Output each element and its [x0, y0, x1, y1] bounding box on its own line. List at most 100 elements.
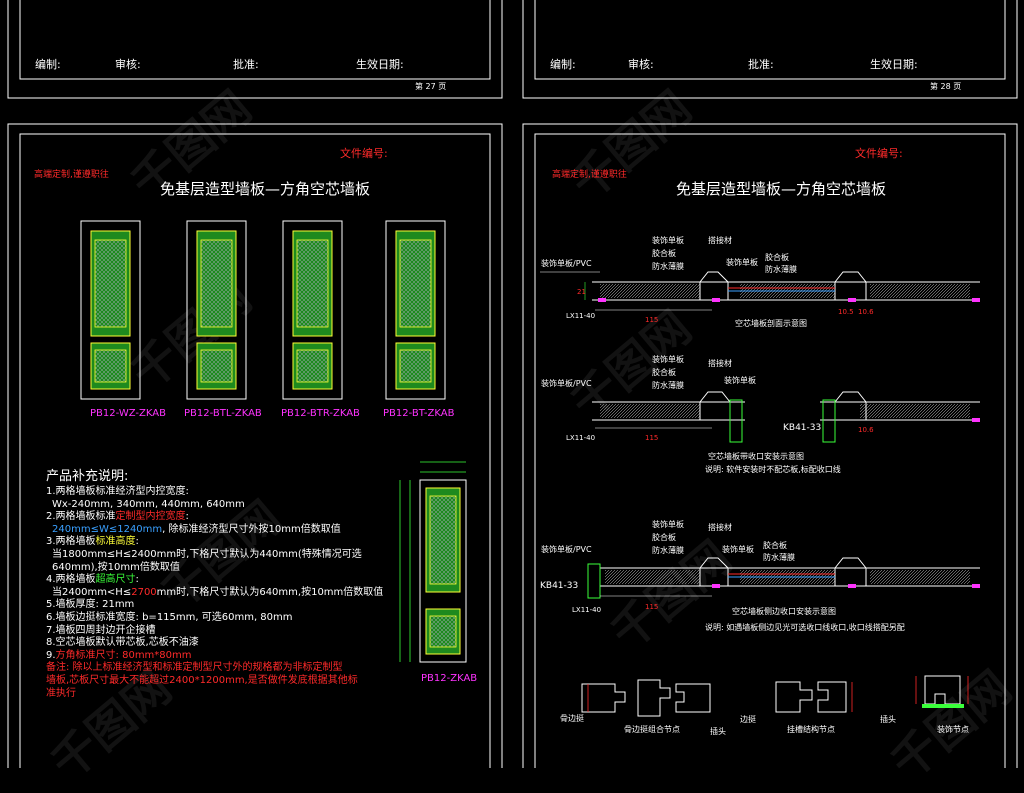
- top-left-sheet-frame: [7, 0, 503, 99]
- note-3-a: 3.两格墙板: [46, 536, 96, 548]
- detail-7-label: 装饰节点: [937, 724, 969, 734]
- s3-trim-code: KB41-33: [540, 581, 578, 591]
- note-3-b: 标准高度: [95, 536, 136, 548]
- top-right-sheet-frame: [522, 0, 1018, 99]
- s1-cover-label: 装饰单板: [726, 257, 758, 267]
- detail-3-label: 边挺: [740, 714, 756, 724]
- note-9: 9.方角标准尺寸: 80mm*80mm: [46, 650, 466, 663]
- s1-layer-3-label: 防水薄膜: [652, 261, 684, 271]
- note-3: 3.两格墙板标准高度:: [46, 536, 466, 549]
- tr-reviewer: 审核:: [628, 57, 654, 71]
- ls-title: 免基层造型墙板—方角空芯墙板: [160, 180, 370, 198]
- s2-decor-label: 装饰单板/PVC: [541, 378, 592, 388]
- detail-2-label: 骨边挺组合节点: [624, 724, 680, 734]
- note-9-a: 9.: [46, 649, 56, 661]
- s1-dim-10-5: 10.5: [838, 308, 854, 316]
- tl-editor: 编制:: [35, 57, 61, 71]
- remark-line-1: 备注: 除以上标准经济型和标准定制型尺寸外的规格都为非标定制型: [46, 662, 343, 674]
- rs-tagline: 高端定制,谨遵职往: [552, 168, 627, 180]
- note-2-rule: , 除标准经济型尺寸外按10mm倍数取值: [162, 523, 341, 535]
- s2-dim-115: 115: [645, 434, 658, 442]
- note-2-range: 240mm≤W≤1240mm: [52, 523, 163, 535]
- note-2-a: 2.两格墙板标准: [46, 511, 116, 523]
- section-3-drawing: [587, 557, 980, 599]
- note-4-c: :: [135, 574, 139, 586]
- detail-6-label: 插头: [880, 714, 896, 724]
- s1-decor-label: 装饰单板/PVC: [541, 258, 592, 268]
- note-5: 5.墙板厚度: 21mm: [46, 599, 135, 611]
- s2-layer-2-label: 胶合板: [652, 367, 676, 377]
- panel-elevation-3: [282, 220, 343, 400]
- dimensioned-panel-detail: [399, 461, 467, 663]
- s3-cover-label: 装饰单板: [722, 544, 754, 554]
- panel-2-code: PB12-BTL-ZKAB: [184, 408, 262, 419]
- note-4-line-a: 当2400mm<H≤: [52, 586, 132, 598]
- s1-layer-1-label: 装饰单板: [652, 235, 684, 245]
- s1-connector-label: 搭接材: [708, 235, 732, 245]
- tr-page-number: 第 28 页: [930, 81, 961, 91]
- s1-layer-2-label: 胶合板: [652, 248, 676, 258]
- detail-1-label: 骨边挺: [560, 713, 584, 723]
- note-4-b: 超高尺寸: [95, 574, 136, 586]
- note-4-line-c: mm时,下格尺寸默认为640mm,按10mm倍数取值: [156, 586, 384, 598]
- note-3-c: :: [135, 536, 139, 548]
- s1-profile-code: LX11-40: [566, 312, 595, 320]
- s3-caption: 空芯墙板侧边收口安装示意图: [732, 606, 836, 616]
- panel-elevation-4: [385, 220, 446, 400]
- s3-dim-115: 115: [645, 603, 658, 611]
- s1-dim-115: 115: [645, 316, 658, 324]
- s1-board-label: 胶合板: [765, 252, 789, 262]
- note-2-b: 定制型内控宽度: [115, 511, 186, 523]
- s1-dim-10-6: 10.6: [858, 308, 874, 316]
- note-2-c: :: [185, 511, 189, 523]
- tl-approver: 批准:: [233, 57, 259, 71]
- remark-line-3: 准执行: [46, 687, 76, 699]
- note-4-a: 4.两格墙板: [46, 574, 96, 586]
- note-6: 6.墙板边挺标准宽度: b=115mm, 可选60mm, 80mm: [46, 611, 293, 623]
- panel-elevation-2: [186, 220, 247, 400]
- s2-layer-1-label: 装饰单板: [652, 354, 684, 364]
- rs-title: 免基层造型墙板—方角空芯墙板: [676, 180, 886, 198]
- right-sheet-frame: [522, 123, 1018, 768]
- s2-profile-code: LX11-40: [566, 434, 595, 442]
- s2-note: 说明: 软件安装时不配芯板,标配收口线: [705, 464, 841, 474]
- remark-line-2: 墙板,芯板尺寸最大不能超过2400*1200mm,是否做件发底根据其他标: [46, 674, 358, 686]
- left-sheet-frame: [7, 123, 503, 768]
- rs-file-number-label: 文件编号:: [855, 146, 903, 160]
- notes-heading: 产品补充说明:: [46, 469, 129, 484]
- ls-tagline: 高端定制,谨遵职往: [34, 168, 109, 180]
- section-1-drawing: [540, 271, 980, 311]
- s1-film-label: 防水薄膜: [765, 264, 797, 274]
- s2-caption: 空芯墙板带收口安装示意图: [708, 451, 804, 461]
- detail-5-label: 挂槽结构节点: [787, 724, 835, 734]
- panel-elevation-1: [80, 220, 141, 400]
- s3-layer-3-label: 防水薄膜: [652, 545, 684, 555]
- tr-effective-date: 生效日期:: [870, 57, 918, 71]
- s2-dim-10-6: 10.6: [858, 426, 874, 434]
- s3-decor-label: 装饰单板/PVC: [541, 544, 592, 554]
- s1-dim-21: 21: [577, 288, 586, 296]
- tr-approver: 批准:: [748, 57, 774, 71]
- note-8: 8.空芯墙板默认带芯板,芯板不油漆: [46, 637, 199, 649]
- s2-connector-label: 搭接材: [708, 358, 732, 368]
- s3-board-label: 胶合板: [763, 540, 787, 550]
- note-7: 7.墙板四周封边开企接槽: [46, 624, 156, 636]
- section-2-drawing: [592, 391, 980, 443]
- tl-reviewer: 审核:: [115, 57, 141, 71]
- note-3-line-2: 640mm),按10mm倍数取值: [52, 561, 180, 573]
- detail-panel-code: PB12-ZKAB: [421, 673, 477, 684]
- s3-layer-2-label: 胶合板: [652, 532, 676, 542]
- note-1: 1.两格墙板标准经济型内控宽度:: [46, 486, 189, 497]
- panel-4-code: PB12-BT-ZKAB: [383, 408, 455, 419]
- s3-film-label: 防水薄膜: [763, 552, 795, 562]
- s3-profile-code: LX11-40: [572, 606, 601, 614]
- joint-details: [581, 675, 969, 717]
- note-4-line: 当2400mm<H≤2700mm时,下格尺寸默认为640mm,按10mm倍数取值: [46, 587, 466, 600]
- s3-connector-label: 搭接材: [708, 522, 732, 532]
- tl-page-number: 第 27 页: [415, 81, 446, 91]
- note-9-b: 方角标准尺寸: 80mm*80mm: [55, 649, 192, 661]
- supplementary-notes: 产品补充说明: 1.两格墙板标准经济型内控宽度: Wx-240mm, 340mm…: [46, 468, 466, 700]
- s2-cover-label: 装饰单板: [724, 375, 756, 385]
- s2-layer-3-label: 防水薄膜: [652, 380, 684, 390]
- tl-effective-date: 生效日期:: [356, 57, 404, 71]
